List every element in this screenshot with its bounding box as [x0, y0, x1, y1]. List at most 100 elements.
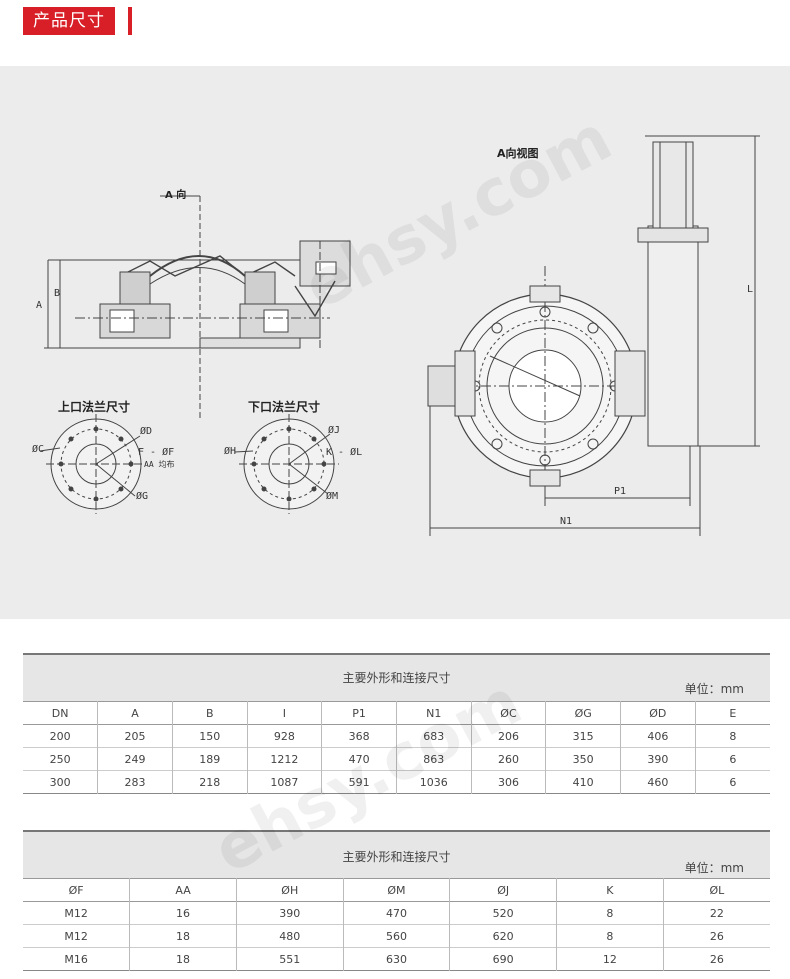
table-row: M12 18 480 560 620 8 26: [23, 924, 770, 948]
col-header: ØC: [471, 701, 547, 725]
col-header: ØJ: [449, 878, 558, 902]
table-cell: 150: [172, 724, 248, 748]
col-header: B: [172, 701, 248, 725]
table-cell: 205: [97, 724, 173, 748]
table-cell: 315: [545, 724, 621, 748]
dim-od-label: ØD: [140, 426, 153, 437]
col-header: E: [729, 706, 737, 720]
direction-mark-label: A 向: [165, 190, 187, 201]
table-1-header-band: 主要外形和连接尺寸 单位：mm: [23, 653, 770, 701]
col-header: DN: [23, 701, 99, 725]
table-cell: 480: [236, 924, 344, 948]
table-cell: 218: [172, 770, 248, 794]
lower-flange-view: [234, 414, 339, 514]
technical-drawing-panel: A 向 A向视图 上口法兰尺寸 下口法兰尺寸 A B L P1 N1 ØC ØD…: [0, 66, 790, 619]
dim-l-label: L: [747, 284, 754, 295]
dim-aa-label: AA 均布: [144, 460, 175, 469]
col-header: N1: [396, 701, 472, 725]
table-cell: 560: [343, 924, 451, 948]
table-cell: M16: [23, 947, 131, 971]
table-cell: 26: [709, 952, 724, 966]
table-cell: 189: [172, 747, 248, 771]
table-cell: 250: [23, 747, 99, 771]
table-cell: 1212: [247, 747, 323, 771]
table-1-grid: DN A B I P1 N1 ØC ØG ØD E 200 205 150 92…: [23, 701, 770, 794]
col-header: ØG: [545, 701, 621, 725]
dim-oh-label: ØH: [224, 446, 237, 457]
table-cell: 863: [396, 747, 472, 771]
table-cell: 410: [545, 770, 621, 794]
col-header: AA: [129, 878, 237, 902]
col-header: A: [97, 701, 173, 725]
table-row: 300 283 218 1087 591 1036 306 410 460 6: [23, 770, 770, 794]
table-cell: 620: [449, 924, 558, 948]
dimensions-table-2: 主要外形和连接尺寸 单位：mm ØF AA ØH ØM ØJ K ØL M12 …: [23, 830, 770, 971]
table-row: 250 249 189 1212 470 863 260 350 390 6: [23, 747, 770, 771]
dim-kl-label: K - ØL: [326, 447, 363, 458]
dim-n1-label: N1: [560, 516, 573, 527]
table-2-title: 主要外形和连接尺寸: [342, 850, 451, 864]
table-cell: 16: [129, 901, 237, 925]
dim-oc-label: ØC: [32, 444, 45, 455]
table-1-unit: 单位：mm: [684, 682, 744, 696]
col-header: ØF: [23, 878, 131, 902]
table-row: M16 18 551 630 690 12 26: [23, 947, 770, 971]
col-header: ØM: [343, 878, 451, 902]
table-cell: 8: [556, 924, 664, 948]
table-cell: 22: [709, 906, 724, 920]
col-header: I: [247, 701, 323, 725]
lower-flange-title: 下口法兰尺寸: [248, 400, 321, 414]
table-cell: 260: [471, 747, 547, 771]
table-cell: 406: [620, 724, 696, 748]
table-cell: 200: [23, 724, 99, 748]
dimensions-table-1: 主要外形和连接尺寸 单位：mm DN A B I P1 N1 ØC ØG ØD …: [23, 653, 770, 794]
a-direction-view: [427, 135, 760, 536]
table-cell: 928: [247, 724, 323, 748]
side-section-view: [44, 195, 351, 421]
upper-flange-view: [39, 414, 146, 514]
upper-flange-title: 上口法兰尺寸: [58, 400, 131, 414]
table-cell: 520: [449, 901, 558, 925]
table-cell: 1036: [396, 770, 472, 794]
table-2-unit: 单位：mm: [684, 861, 744, 875]
table-cell: 306: [471, 770, 547, 794]
technical-drawing: [39, 135, 760, 536]
table-cell: 18: [129, 924, 237, 948]
col-header: P1: [321, 701, 397, 725]
table-row: M12 16 390 470 520 8 22: [23, 901, 770, 925]
col-header: ØL: [709, 883, 725, 897]
table-cell: 6: [729, 752, 737, 766]
table-cell: 283: [97, 770, 173, 794]
table-cell: 630: [343, 947, 451, 971]
table-cell: 1087: [247, 770, 323, 794]
table-cell: 26: [709, 929, 724, 943]
table-cell: M12: [23, 901, 131, 925]
section-title: 产品尺寸: [23, 7, 115, 35]
table-cell: 300: [23, 770, 99, 794]
table-cell: 8: [556, 901, 664, 925]
table-cell: 683: [396, 724, 472, 748]
dim-om-label: ØM: [326, 491, 339, 502]
col-header: ØD: [620, 701, 696, 725]
dim-p1-label: P1: [614, 486, 627, 497]
section-title-accent: [128, 7, 132, 35]
table-2-grid: ØF AA ØH ØM ØJ K ØL M12 16 390 470 520 8…: [23, 878, 770, 971]
table-2-header-row: ØF AA ØH ØM ØJ K ØL: [23, 878, 770, 902]
dim-og-label: ØG: [136, 491, 149, 502]
dim-a-label: A: [36, 300, 43, 311]
table-cell: 8: [729, 729, 737, 743]
table-cell: 12: [556, 947, 664, 971]
table-cell: 368: [321, 724, 397, 748]
table-2-header-band: 主要外形和连接尺寸 单位：mm: [23, 830, 770, 878]
table-cell: 350: [545, 747, 621, 771]
table-cell: 6: [729, 775, 737, 789]
a-view-title: A向视图: [497, 147, 539, 160]
col-header: K: [556, 878, 664, 902]
table-cell: 591: [321, 770, 397, 794]
table-cell: M12: [23, 924, 131, 948]
dim-fef-label: F - ØF: [138, 447, 175, 458]
table-cell: 206: [471, 724, 547, 748]
table-cell: 18: [129, 947, 237, 971]
table-cell: 249: [97, 747, 173, 771]
table-cell: 390: [620, 747, 696, 771]
